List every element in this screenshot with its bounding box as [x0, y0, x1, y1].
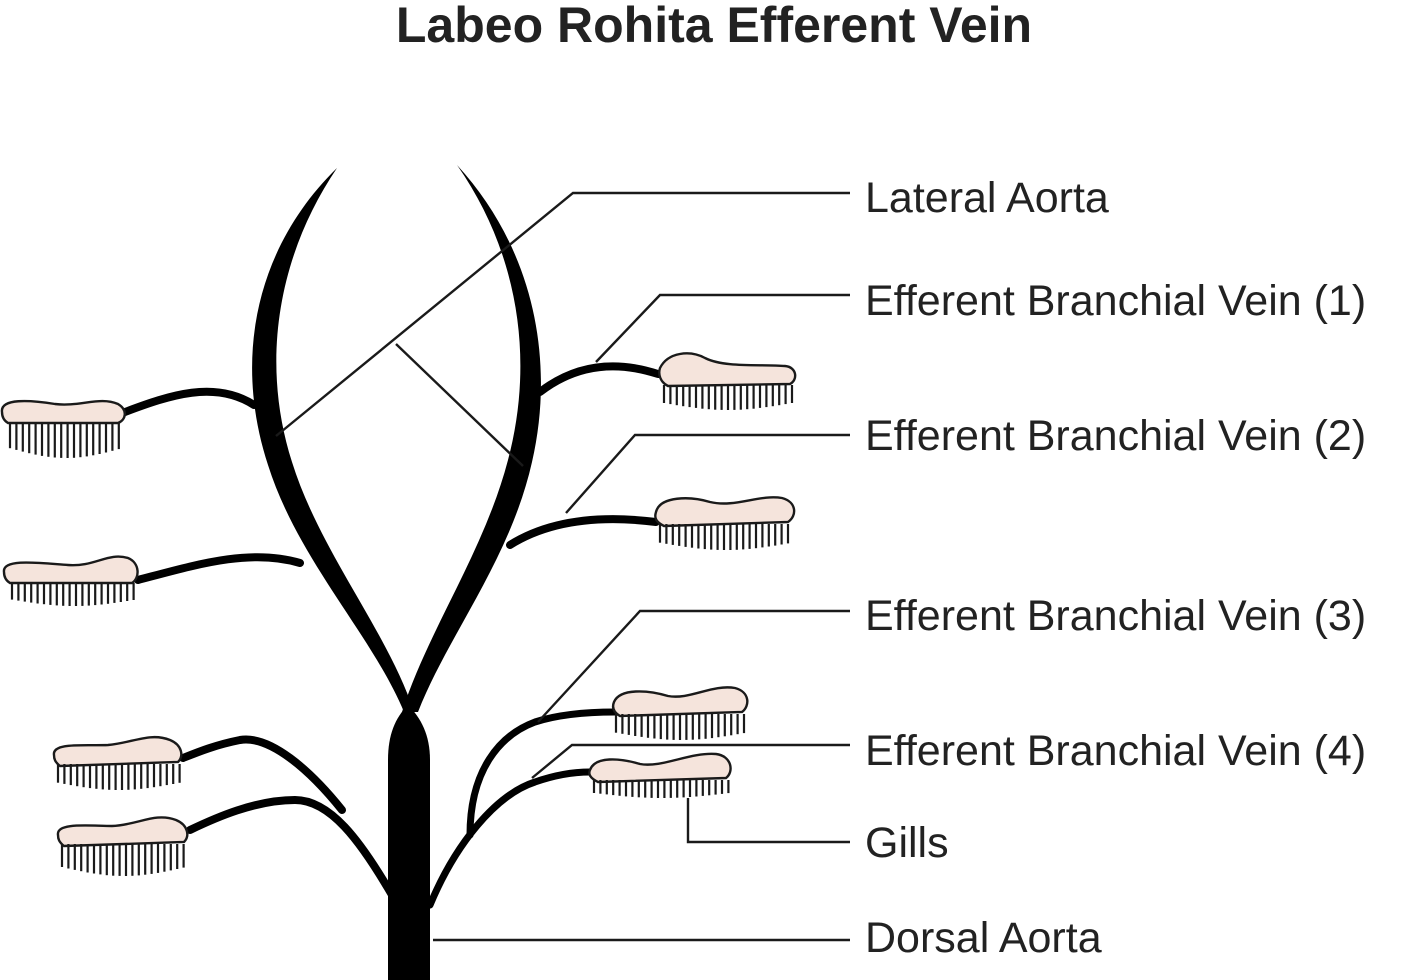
leader-lines [275, 191, 850, 942]
diagram-title: Labeo Rohita Efferent Vein [396, 0, 1032, 53]
left-branch-4 [186, 795, 396, 899]
label-gills: Gills [865, 819, 949, 867]
vessel-system [252, 165, 541, 980]
dorsal-aorta-trunk [388, 705, 430, 980]
leader-ebv4 [531, 743, 850, 779]
leader-lateral-aorta [275, 191, 850, 437]
label-ebv2: Efferent Branchial Vein (2) [865, 412, 1366, 460]
gill-right-1 [658, 352, 797, 410]
gill-left-3 [52, 735, 183, 790]
gill-left-4 [56, 816, 189, 876]
label-dorsal-aorta: Dorsal Aorta [865, 914, 1102, 962]
leader-ebv1 [595, 293, 850, 363]
right-branch-1 [536, 362, 662, 396]
gill-right-3 [611, 686, 749, 740]
gill-left-1 [0, 399, 126, 458]
left-branch-1 [121, 387, 258, 416]
leader-gills [686, 798, 850, 844]
efferent-branches [121, 362, 662, 909]
label-ebv3: Efferent Branchial Vein (3) [865, 592, 1366, 640]
leader-ebv3 [537, 609, 850, 723]
right-branch-2 [506, 515, 660, 549]
left-branch-3 [179, 735, 346, 814]
gill-right-4 [588, 752, 732, 798]
right-branch-4 [426, 768, 594, 909]
left-lateral-aorta [252, 168, 414, 712]
labels: Lateral Aorta Efferent Branchial Vein (1… [865, 174, 1366, 962]
label-lateral-aorta: Lateral Aorta [865, 174, 1109, 222]
left-branch-2 [134, 553, 304, 584]
label-ebv4: Efferent Branchial Vein (4) [865, 727, 1366, 775]
gills [0, 352, 797, 876]
leader-ebv2 [565, 433, 850, 514]
right-lateral-aorta [402, 165, 541, 712]
leader-lateral-aorta-right [395, 343, 524, 467]
gill-right-2 [654, 496, 796, 550]
gill-left-2 [2, 555, 139, 606]
label-ebv1: Efferent Branchial Vein (1) [865, 277, 1366, 325]
right-branch-3 [466, 708, 619, 839]
